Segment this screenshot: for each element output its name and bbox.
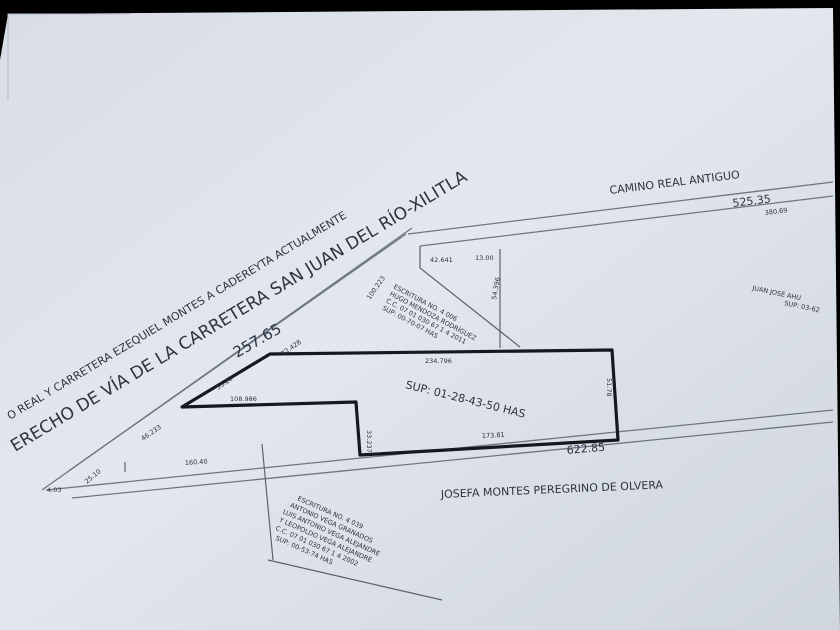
segment-13-00: 13.00 <box>475 254 494 262</box>
camino-real-sub: 380.69 <box>764 206 788 217</box>
camino-edge-inner <box>419 195 834 247</box>
segment-42-641: 42.641 <box>430 256 453 264</box>
segment-160-40: 160.40 <box>185 457 208 467</box>
camino-edge-outer <box>407 181 834 235</box>
highway-edge-inner <box>69 233 407 471</box>
paper-fold <box>7 13 130 100</box>
segment-4-03: 4.03 <box>47 486 61 494</box>
parcel-bottom-length: 173.81 <box>482 431 505 440</box>
south-parcel-west-boundary <box>261 443 274 561</box>
parcel-right-side: 51.78 <box>605 378 613 397</box>
parcel-inner-top: 108.986 <box>230 395 257 403</box>
south-road-length: 622.85 <box>566 441 605 457</box>
camino-real-length: 525.35 <box>732 192 772 210</box>
south-road-edge-b <box>71 421 834 499</box>
parcel-top-length: 234.796 <box>425 357 452 365</box>
paper-sheet <box>0 8 840 630</box>
south-parcel-south-boundary <box>267 559 443 601</box>
north-parcel-boundary <box>419 246 521 348</box>
parcel-inner-side: 33.237 <box>365 430 373 453</box>
subject-parcel <box>180 348 620 457</box>
segment-54-396: 54.396 <box>490 277 502 301</box>
